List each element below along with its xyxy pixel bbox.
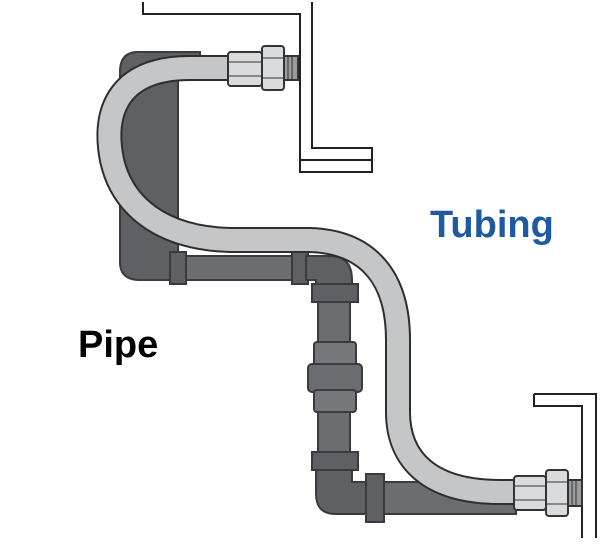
pipe-coupling-3 [311,283,359,303]
compression-fitting-lower-icon [513,469,583,517]
tubing-icon [96,55,526,505]
pipe-coupling-5 [365,473,385,523]
pipe-label: Pipe [78,324,159,366]
lower-wall-outline [533,393,597,538]
tubing-fill [98,57,526,503]
upper-wall-outline [142,2,373,173]
pipe-coupling-4 [311,451,359,471]
pipe-union-icon [307,341,363,413]
compression-fitting-icon [227,45,299,91]
tubing-label: Tubing [430,204,554,246]
pipe-elbow-icon [315,469,371,515]
pipe-run [119,51,517,523]
pipe-coupling-1 [169,251,187,285]
